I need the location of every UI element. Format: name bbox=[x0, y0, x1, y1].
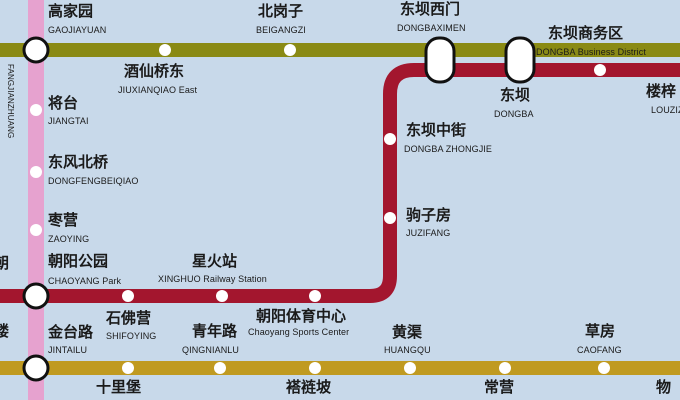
station-shifoying-marker bbox=[122, 290, 134, 302]
station-jintailu-marker bbox=[22, 354, 50, 382]
station-jiuxianqiao-east-name-en: JIUXIANQIAO East bbox=[118, 85, 198, 95]
station-dongfengbeiqiao-name-en: DONGFENGBEIQIAO bbox=[48, 176, 139, 186]
station-xinghuo-name: 星火站 bbox=[192, 252, 238, 270]
station-qingnianlu-marker bbox=[214, 362, 226, 374]
station-gaojiayuan-name: 高家园 bbox=[48, 2, 94, 20]
station-chuchupo-marker bbox=[309, 362, 321, 374]
station-dongbaximen-name: 东坝西门 bbox=[400, 0, 461, 18]
station-dongbaximen-name-en: DONGBAXIMEN bbox=[397, 23, 466, 33]
station-huangqu-name-en: HUANGQU bbox=[384, 345, 431, 355]
station-dongba-business-district-name: 东坝商务区 bbox=[548, 24, 624, 42]
station-dongba-zhongjie-marker bbox=[384, 133, 396, 145]
station-caofang-marker bbox=[598, 362, 610, 374]
station-caofang-name: 草房 bbox=[585, 322, 616, 340]
station-huangqu-name: 黄渠 bbox=[392, 323, 423, 341]
station-beigangzi-name-en: BEIGANGZI bbox=[256, 25, 306, 35]
station-chaoyang-park-name-en: CHAOYANG Park bbox=[48, 276, 122, 286]
station-beigangzi-marker bbox=[284, 44, 296, 56]
station-chaoyang-sports-center-marker bbox=[309, 290, 321, 302]
station-xinghuo-marker bbox=[216, 290, 228, 302]
station-chaoyang-sports-center-name-en: Chaoyang Sports Center bbox=[248, 327, 350, 337]
station-zaoying-marker bbox=[30, 224, 42, 236]
station-chaoyang-sports-center-name: 朝阳体育中心 bbox=[256, 307, 347, 325]
station-dongbaximen-marker bbox=[424, 36, 456, 84]
station-jintailu-name-en: JINTAILU bbox=[48, 345, 88, 355]
edge-fragment-lou: 楼 bbox=[0, 322, 10, 340]
station-caofang-name-en: CAOFANG bbox=[577, 345, 622, 355]
station-shilipu-marker bbox=[122, 362, 134, 374]
station-dongfengbeiqiao-marker bbox=[30, 166, 42, 178]
station-qingnianlu-name: 青年路 bbox=[192, 322, 238, 340]
station-jiuxianqiao-east-marker bbox=[159, 44, 171, 56]
station-jintailu-name: 金台路 bbox=[48, 323, 94, 341]
station-zaoying-name: 枣营 bbox=[48, 211, 79, 229]
station-chuchupo-name: 褡裢坡 bbox=[286, 378, 332, 396]
station-dongba-zhongjie-name-en: DONGBA ZHONGJIE bbox=[404, 144, 493, 154]
station-jiangtai-name-en: JIANGTAI bbox=[48, 116, 89, 126]
station-louzizhuang-name-en: LOUZIZH bbox=[651, 105, 680, 115]
line-maroon bbox=[0, 63, 680, 303]
station-huangqu-marker bbox=[404, 362, 416, 374]
station-jufang-name-en: JUZIFANG bbox=[406, 228, 451, 238]
edge-fragment-chao: 朝 bbox=[0, 254, 10, 272]
station-jiuxianqiao-east-name: 酒仙桥东 bbox=[124, 62, 185, 80]
station-jiangtai-name: 将台 bbox=[48, 94, 79, 112]
station-louzizhuang-name: 楼梓 bbox=[646, 82, 677, 100]
station-changying-name: 常营 bbox=[484, 378, 515, 396]
station-dongba-business-district-marker bbox=[594, 64, 606, 76]
station-zaoying-name-en: ZAOYING bbox=[48, 234, 90, 244]
station-gaojiayuan-marker bbox=[22, 36, 50, 64]
station-shilipu-name: 十里堡 bbox=[96, 378, 142, 396]
station-jufang-name: 驹子房 bbox=[406, 206, 452, 224]
station-shifoying-name-en: SHIFOYING bbox=[106, 331, 157, 341]
station-beigangzi-name: 北岗子 bbox=[258, 2, 304, 20]
line-pink-label: FANGJIANZHUANG bbox=[6, 64, 15, 139]
station-dongba-name: 东坝 bbox=[500, 86, 531, 104]
station-jufang-marker bbox=[384, 212, 396, 224]
station-gaojiayuan-name-en: GAOJIAYUAN bbox=[48, 25, 107, 35]
station-wuzi-name: 物 bbox=[656, 378, 672, 396]
station-chaoyang-park-marker bbox=[22, 282, 50, 310]
station-dongfengbeiqiao-name: 东风北桥 bbox=[48, 153, 109, 171]
station-chaoyang-park-name: 朝阳公园 bbox=[48, 252, 109, 270]
station-dongba-marker bbox=[504, 36, 536, 84]
station-qingnianlu-name-en: QINGNIANLU bbox=[182, 345, 240, 355]
station-dongba-zhongjie-name: 东坝中街 bbox=[406, 121, 467, 139]
station-jiangtai-marker bbox=[30, 104, 42, 116]
station-dongba-name-en: DONGBA bbox=[494, 109, 534, 119]
station-dongba-business-district-name-en: DONGBA Business District bbox=[536, 47, 646, 57]
station-xinghuo-name-en: XINGHUO Railway Station bbox=[158, 274, 267, 284]
station-changying-marker bbox=[499, 362, 511, 374]
station-shifoying-name: 石佛营 bbox=[106, 309, 152, 327]
